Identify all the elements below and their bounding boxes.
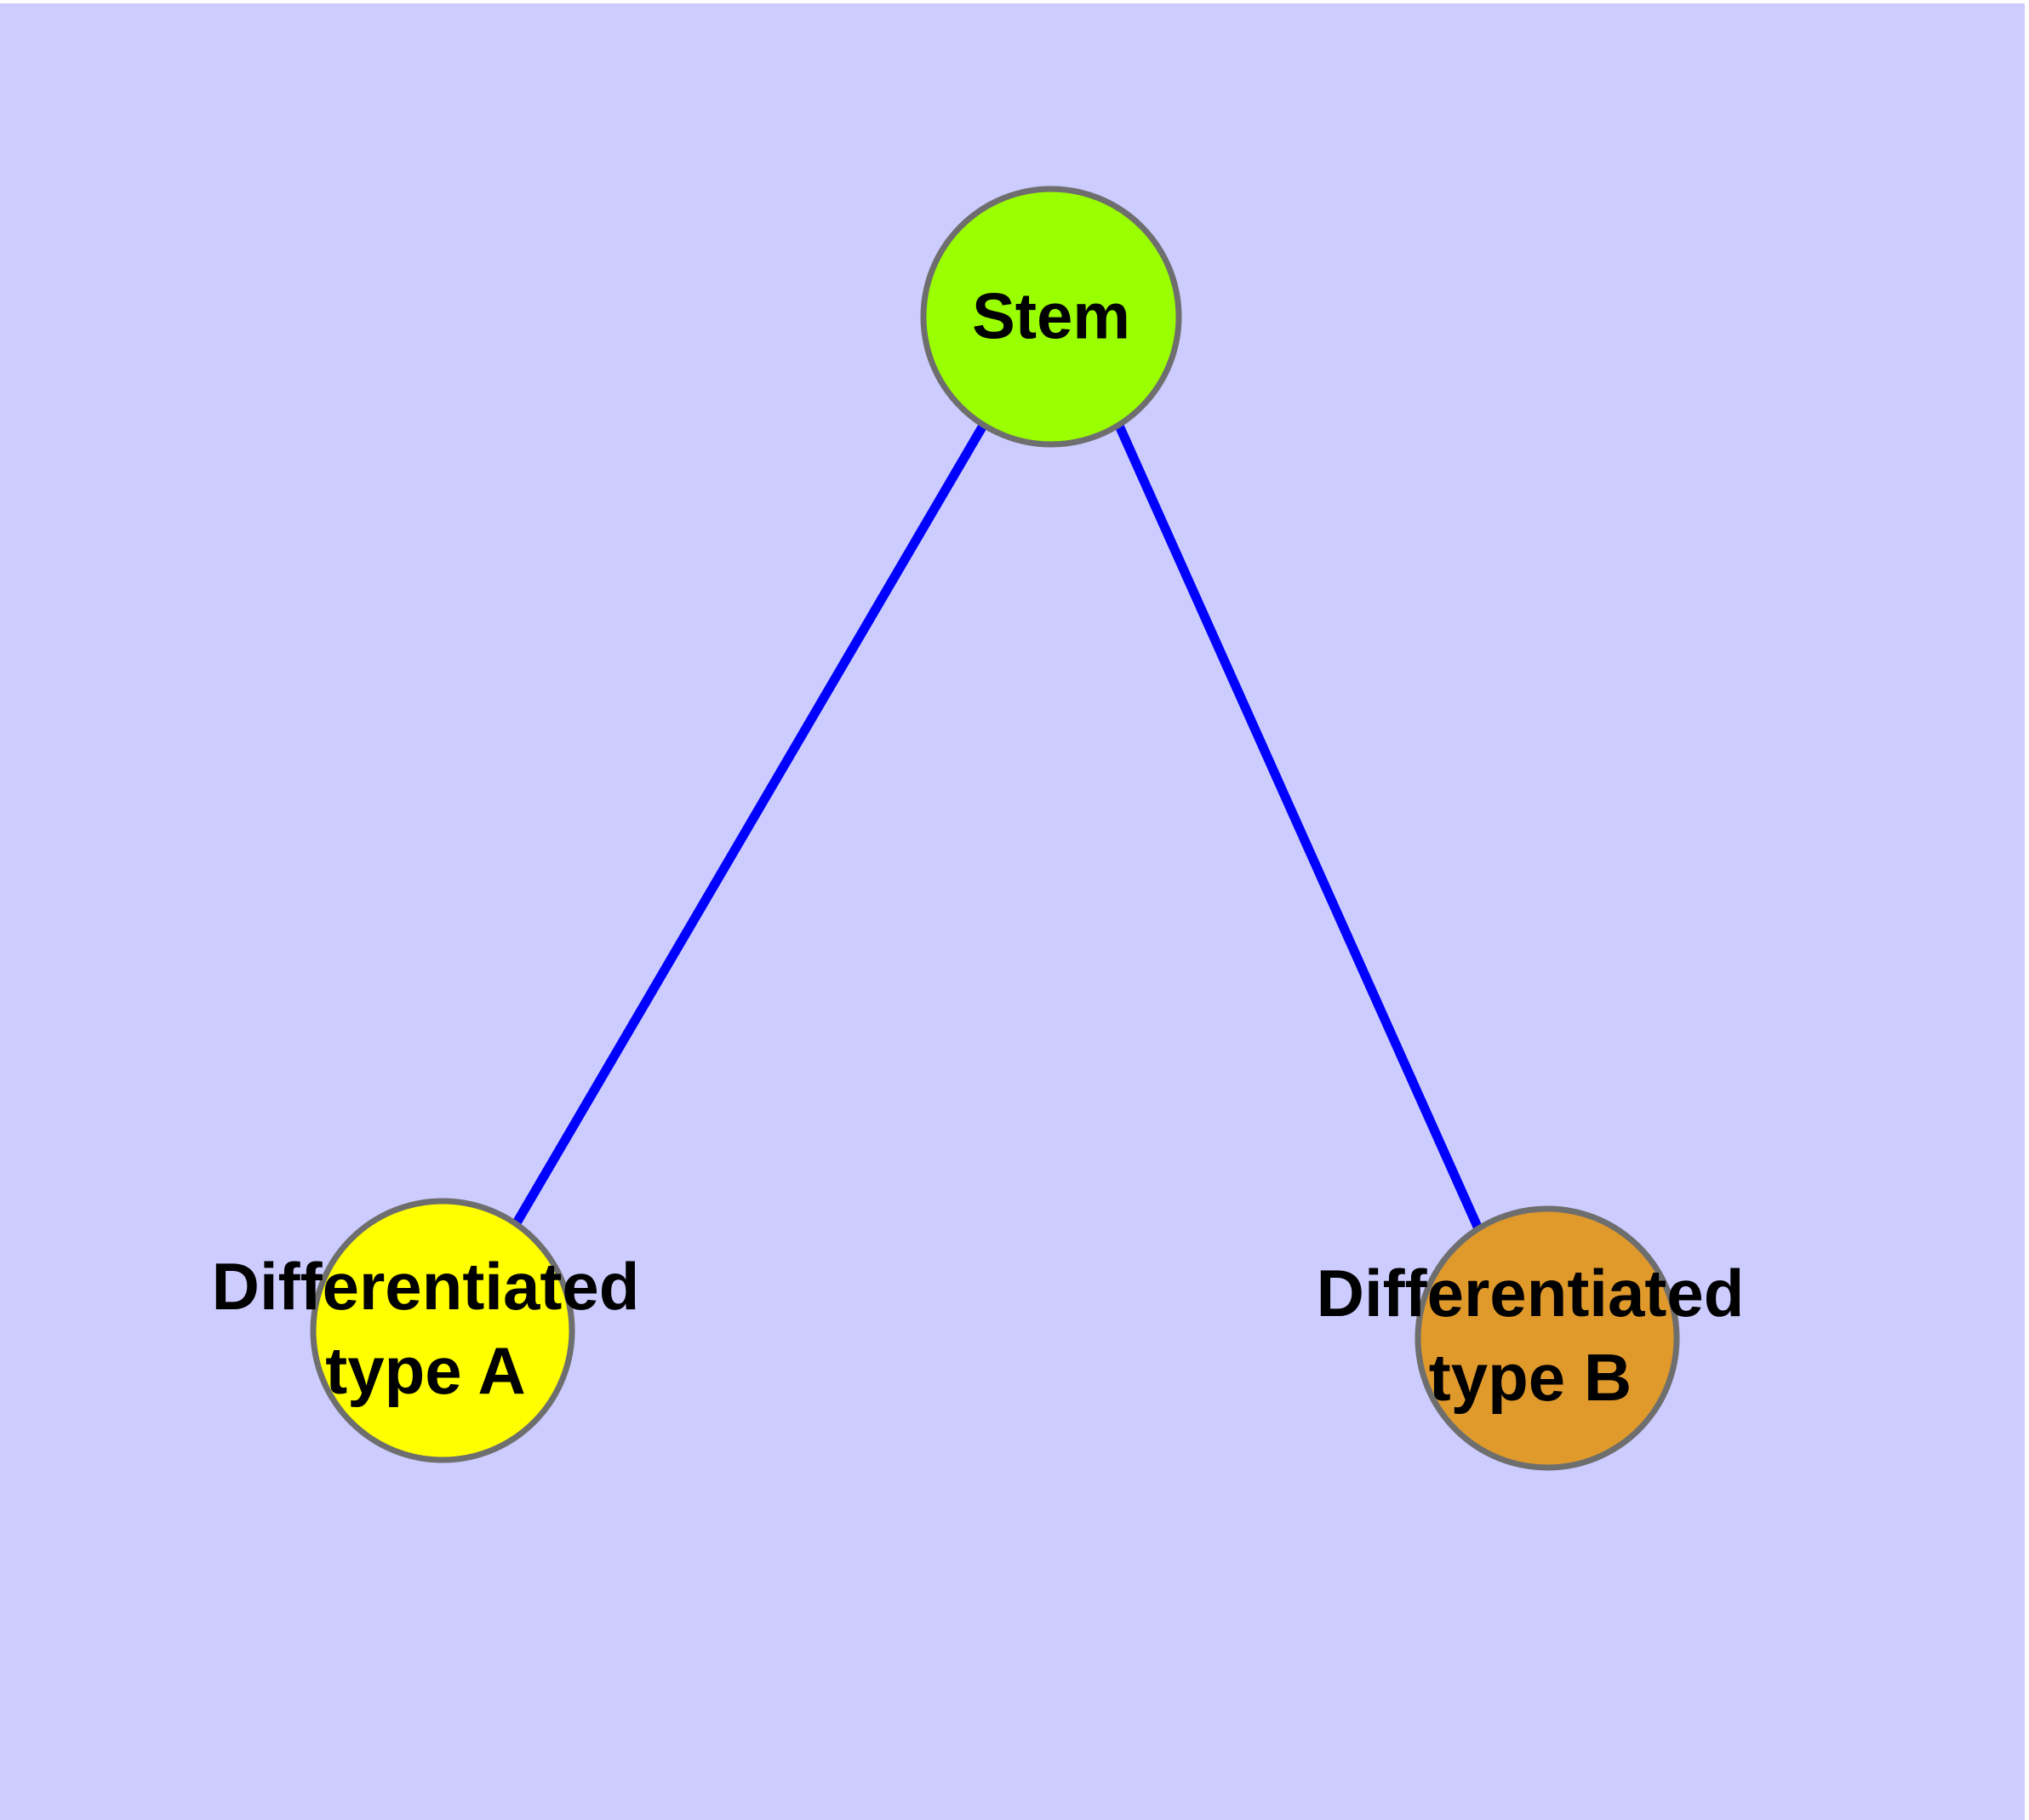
node-circle-stem[interactable] [920, 186, 1182, 448]
node-label-differentiated-type-b-line1: Differentiated [1317, 1256, 1745, 1331]
edge-stem-to-differentiated-type-b[interactable] [1114, 423, 1486, 1237]
node-label-differentiated-type-b-line2: type B [1429, 1340, 1632, 1415]
edge-stem-to-differentiated-type-a[interactable] [511, 423, 987, 1228]
node-label-differentiated-type-a-line1: Differentiated [212, 1249, 640, 1324]
node-differentiated-type-b[interactable] [1415, 1205, 1680, 1471]
node-differentiated-type-a[interactable] [310, 1198, 575, 1463]
node-stem[interactable]: Stem [920, 186, 1182, 448]
node-label-stem: Stem [972, 281, 1130, 353]
node-circle-differentiated-type-a[interactable] [310, 1198, 575, 1463]
label-group-differentiated-type-a: Differentiated type A [212, 1249, 640, 1408]
node-label-differentiated-type-a-line2: type A [325, 1333, 526, 1408]
label-group-differentiated-type-b: Differentiated type B [1317, 1256, 1745, 1415]
node-circle-differentiated-type-b[interactable] [1415, 1205, 1680, 1471]
edge-group [511, 423, 1486, 1237]
